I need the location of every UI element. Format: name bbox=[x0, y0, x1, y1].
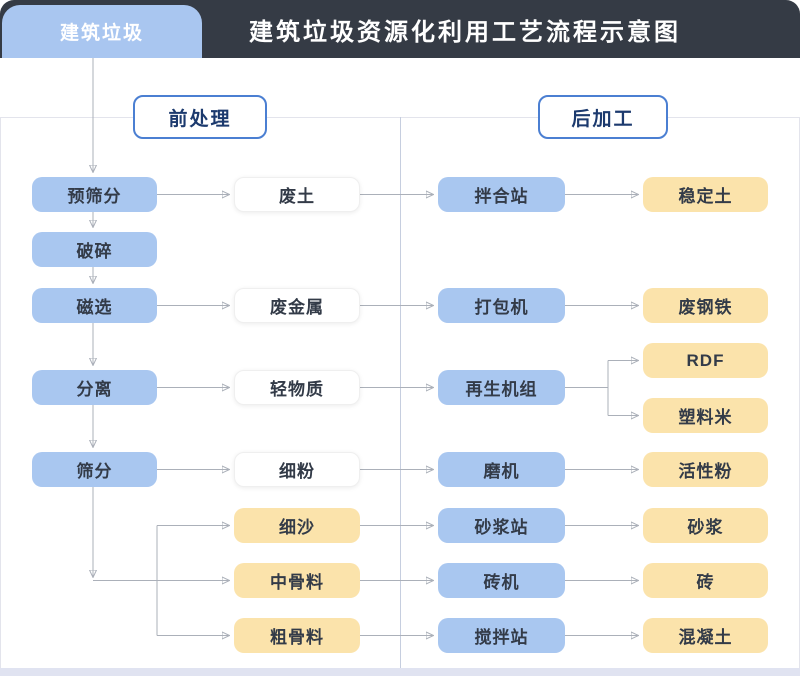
section-label-pretreatment: 前处理 bbox=[133, 95, 267, 139]
node-batching-plant: 搅拌站 bbox=[438, 618, 565, 653]
bottom-accent-strip bbox=[0, 668, 800, 676]
node-baler: 打包机 bbox=[438, 288, 565, 323]
node-magnetic-separation: 磁选 bbox=[32, 288, 157, 323]
node-concrete: 混凝土 bbox=[643, 618, 768, 653]
node-medium-aggregate: 中骨料 bbox=[234, 563, 360, 598]
node-light-material: 轻物质 bbox=[234, 370, 360, 405]
page-title: 建筑垃圾资源化利用工艺流程示意图 bbox=[249, 18, 681, 46]
node-fine-powder: 细粉 bbox=[234, 452, 360, 487]
node-mill: 磨机 bbox=[438, 452, 565, 487]
node-waste-metal: 废金属 bbox=[234, 288, 360, 323]
node-stabilized-soil: 稳定土 bbox=[643, 177, 768, 212]
node-separation: 分离 bbox=[32, 370, 157, 405]
section-label-postprocess: 后加工 bbox=[538, 95, 668, 139]
node-brick: 砖 bbox=[643, 563, 768, 598]
node-brick-machine: 砖机 bbox=[438, 563, 565, 598]
source-tab-label: 建筑垃圾 bbox=[59, 23, 144, 44]
node-scrap-steel: 废钢铁 bbox=[643, 288, 768, 323]
node-mixing-plant: 拌合站 bbox=[438, 177, 565, 212]
node-plastic-pellets: 塑料米 bbox=[643, 398, 768, 433]
section-label-pre-text: 前处理 bbox=[168, 108, 232, 130]
node-recycling-unit: 再生机组 bbox=[438, 370, 565, 405]
node-coarse-aggregate: 粗骨料 bbox=[234, 618, 360, 653]
section-label-post-text: 后加工 bbox=[571, 108, 635, 130]
node-fine-sand: 细沙 bbox=[234, 508, 360, 543]
node-screening: 筛分 bbox=[32, 452, 157, 487]
node-mortar: 砂浆 bbox=[643, 508, 768, 543]
source-tab: 建筑垃圾 bbox=[2, 5, 202, 58]
node-crushing: 破碎 bbox=[32, 232, 157, 267]
node-pre-screening: 预筛分 bbox=[32, 177, 157, 212]
node-active-powder: 活性粉 bbox=[643, 452, 768, 487]
panel-divider bbox=[400, 117, 401, 668]
node-mortar-plant: 砂浆站 bbox=[438, 508, 565, 543]
node-rdf: RDF bbox=[643, 343, 768, 378]
node-waste-soil: 废土 bbox=[234, 177, 360, 212]
